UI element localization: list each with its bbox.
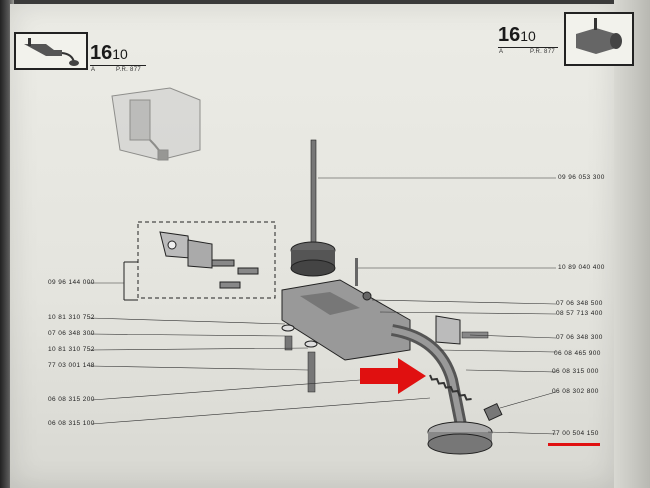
part-number-label: 10 89 040 400: [558, 264, 605, 271]
part-number-label: 07 06 348 300: [556, 334, 603, 341]
highlight-underline: [548, 443, 600, 446]
header-letter-left: A: [91, 67, 96, 73]
section-code-right: 1610: [498, 24, 536, 47]
highlighted-part-number: 77 00 504 150: [552, 430, 599, 437]
next-page-edge: [614, 0, 650, 488]
part-number-label: 06 08 315 100: [48, 420, 95, 427]
header-ref-right: P.R. 877: [530, 49, 555, 55]
oil-pump-thumbnail-icon: [576, 18, 622, 54]
oil-pump-thumbnail-icon: [24, 38, 79, 66]
header-rule-right: [498, 47, 558, 48]
thumbnail-right: [564, 12, 634, 66]
section-number: 16: [90, 42, 113, 64]
part-number-label: 06 08 465 900: [554, 350, 601, 357]
engine-sketch: [111, 87, 201, 161]
gasket-kit-box: [137, 221, 276, 299]
section-number: 16: [498, 24, 521, 46]
section-code-left: 1610: [90, 42, 128, 65]
part-number-label: 06 08 315 000: [552, 368, 599, 375]
header-rule-left: [90, 65, 146, 66]
section-sub-number: 10: [520, 28, 536, 44]
header-letter-right: A: [499, 49, 504, 55]
section-sub-number: 10: [112, 46, 128, 62]
part-number-label: 08 57 713 400: [556, 310, 603, 317]
part-number-label: 10 81 310 752: [48, 314, 95, 321]
thumbnail-left: [14, 32, 88, 70]
part-number-label: 07 06 348 500: [556, 300, 603, 307]
part-number-label: 06 08 302 800: [552, 388, 599, 395]
part-number-label: 77 03 001 148: [48, 362, 95, 369]
part-number-label: 06 08 315 200: [48, 396, 95, 403]
part-number-label: 09 96 144 000: [48, 279, 95, 286]
part-number-label: 10 81 310 752: [48, 346, 95, 353]
header-ref-left: P.R. 877: [116, 67, 141, 73]
red-arrow-icon: [360, 358, 426, 394]
part-number-label: 07 06 348 300: [48, 330, 95, 337]
gasket-kit-parts: [159, 231, 259, 289]
part-number-label: 09 96 053 300: [558, 174, 605, 181]
